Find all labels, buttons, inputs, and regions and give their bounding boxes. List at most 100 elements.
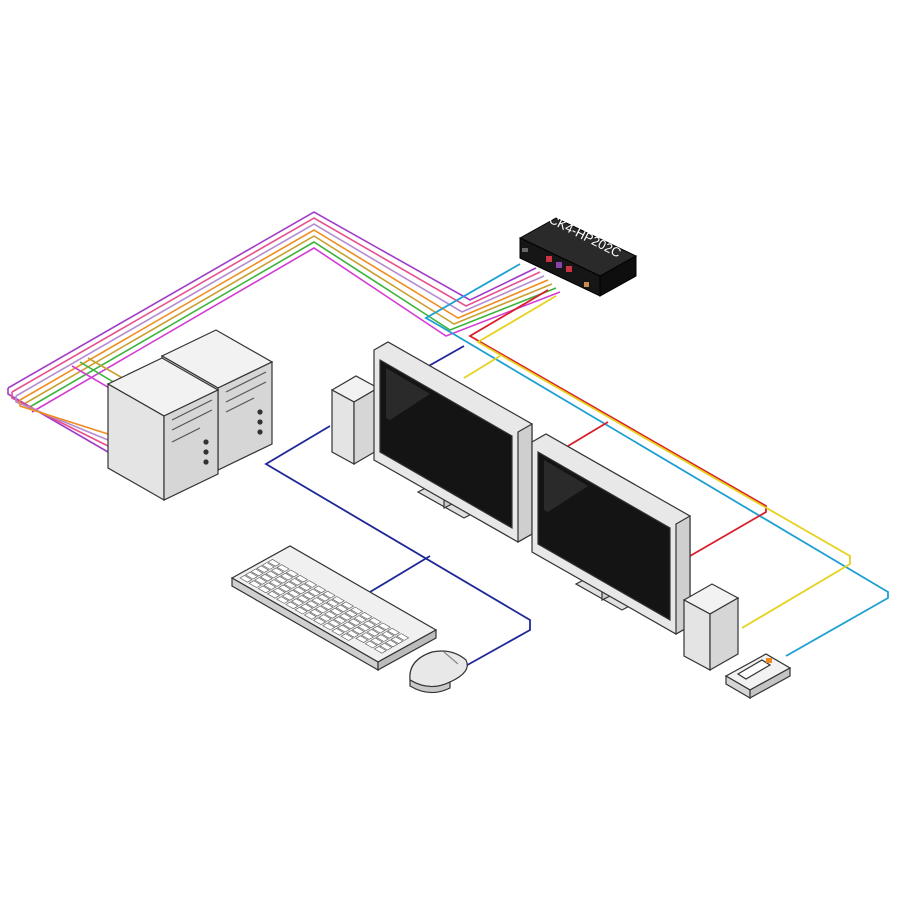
monitor-bezel-side: [517, 422, 533, 544]
keyboard-key: [314, 605, 329, 614]
keyboard-key: [268, 579, 283, 587]
keyboard-key: [335, 604, 349, 613]
reader-chip: [766, 658, 772, 663]
keyboard-key: [303, 612, 317, 620]
keyboard-key: [336, 624, 351, 633]
keyboard-key: [281, 592, 295, 601]
keyboard-key: [340, 601, 355, 610]
keyboard-key: [362, 620, 377, 629]
keyboard-key: [304, 580, 318, 588]
keyboard-key: [396, 633, 410, 641]
keyboard-key: [366, 628, 380, 637]
keyboard-key: [283, 581, 297, 589]
cable-usb-2: [264, 425, 531, 669]
keyboard-key: [350, 606, 364, 615]
keyboard: [230, 545, 438, 672]
keyboard-key: [285, 569, 299, 578]
keyboard-key: [311, 597, 325, 605]
keyboard-key: [390, 636, 404, 645]
keyboard-key: [372, 625, 386, 634]
keyboard-key: [276, 564, 290, 572]
keyboard-key: [261, 562, 275, 570]
keyboard-key: [270, 567, 285, 576]
keyboard-key: [305, 600, 319, 609]
keyboard-key: [342, 621, 356, 630]
monitor-2: [531, 433, 691, 636]
keyboard-key: [322, 622, 336, 631]
switch-port: [566, 266, 572, 272]
keyboard-key: [250, 568, 264, 577]
keyboard-key: [386, 627, 401, 636]
keyboard-key: [360, 632, 375, 640]
keyboard-key: [370, 637, 384, 646]
keyboard-key: [296, 595, 310, 603]
computer-1: [106, 357, 220, 502]
keyboard-key: [368, 617, 382, 625]
keyboard-key: [272, 587, 286, 596]
keyboard-key: [244, 571, 259, 580]
keyboard-key: [375, 634, 389, 642]
keyboard-key: [331, 627, 345, 636]
keyboard-key: [320, 602, 334, 611]
monitor-1: [373, 341, 533, 544]
cable-magenta: [31, 247, 561, 413]
keyboard-key: [256, 565, 270, 574]
keyboard-key: [384, 639, 399, 648]
keyboard-key: [257, 585, 271, 594]
cable-red-branch: [567, 421, 609, 447]
keyboard-key: [263, 582, 277, 591]
screen-glare: [544, 460, 588, 512]
keyboard-key: [294, 606, 308, 615]
switch-port: [546, 256, 552, 262]
keyboard-key: [254, 577, 268, 585]
keyboard-key: [239, 574, 253, 583]
peripheral-cables: [264, 263, 889, 669]
cable-red: [468, 289, 767, 557]
keyboard-key: [353, 615, 367, 623]
keyboard-key: [248, 580, 262, 588]
mouse-body: [409, 650, 468, 688]
keyboard-key: [290, 598, 305, 606]
cable-purple-drop: [7, 388, 109, 453]
keyboard-key: [280, 572, 294, 581]
keyboard-key: [326, 599, 340, 607]
keyboard-key: [316, 593, 331, 602]
keyboard-key: [344, 609, 358, 618]
keyboard-keys: [239, 558, 410, 654]
keyboard-key: [278, 584, 292, 593]
keyboard-key: [298, 583, 312, 592]
keyboard-key: [329, 607, 343, 616]
keyboard-key: [259, 573, 273, 582]
keyboard-side: [377, 628, 437, 672]
keyboard-key: [379, 642, 393, 651]
keyboard-key: [359, 611, 373, 620]
mouse-button-split: [443, 651, 459, 665]
keyboard-key: [266, 590, 281, 599]
keyboard-key: [285, 601, 299, 610]
keyboard-key: [292, 586, 307, 595]
switch-side: [599, 255, 637, 297]
cable-orange-drop: [19, 400, 109, 435]
keyboard-key: [381, 631, 395, 639]
keyboard-key: [373, 645, 387, 654]
speaker-left: [330, 375, 380, 466]
keyboard-key: [377, 622, 391, 631]
cable-lavender: [15, 223, 545, 397]
cable-pink: [11, 217, 541, 393]
keyboard-key: [312, 617, 327, 626]
mouse-shadow: [409, 678, 451, 694]
keyboard-key: [364, 640, 378, 649]
keyboard-key: [327, 619, 341, 628]
cable-yellow: [476, 295, 851, 629]
keyboard-key: [318, 614, 332, 622]
keyboard-key: [348, 618, 362, 627]
cable-lavender-drop: [15, 396, 109, 441]
switch-port: [584, 282, 589, 287]
screen-glare: [386, 368, 430, 420]
keyboard-key: [340, 633, 354, 641]
reader-slot: [736, 659, 772, 680]
cable-usb-keyboard: [369, 555, 431, 593]
keyboard-key: [307, 588, 321, 597]
keyboard-key: [357, 623, 371, 632]
